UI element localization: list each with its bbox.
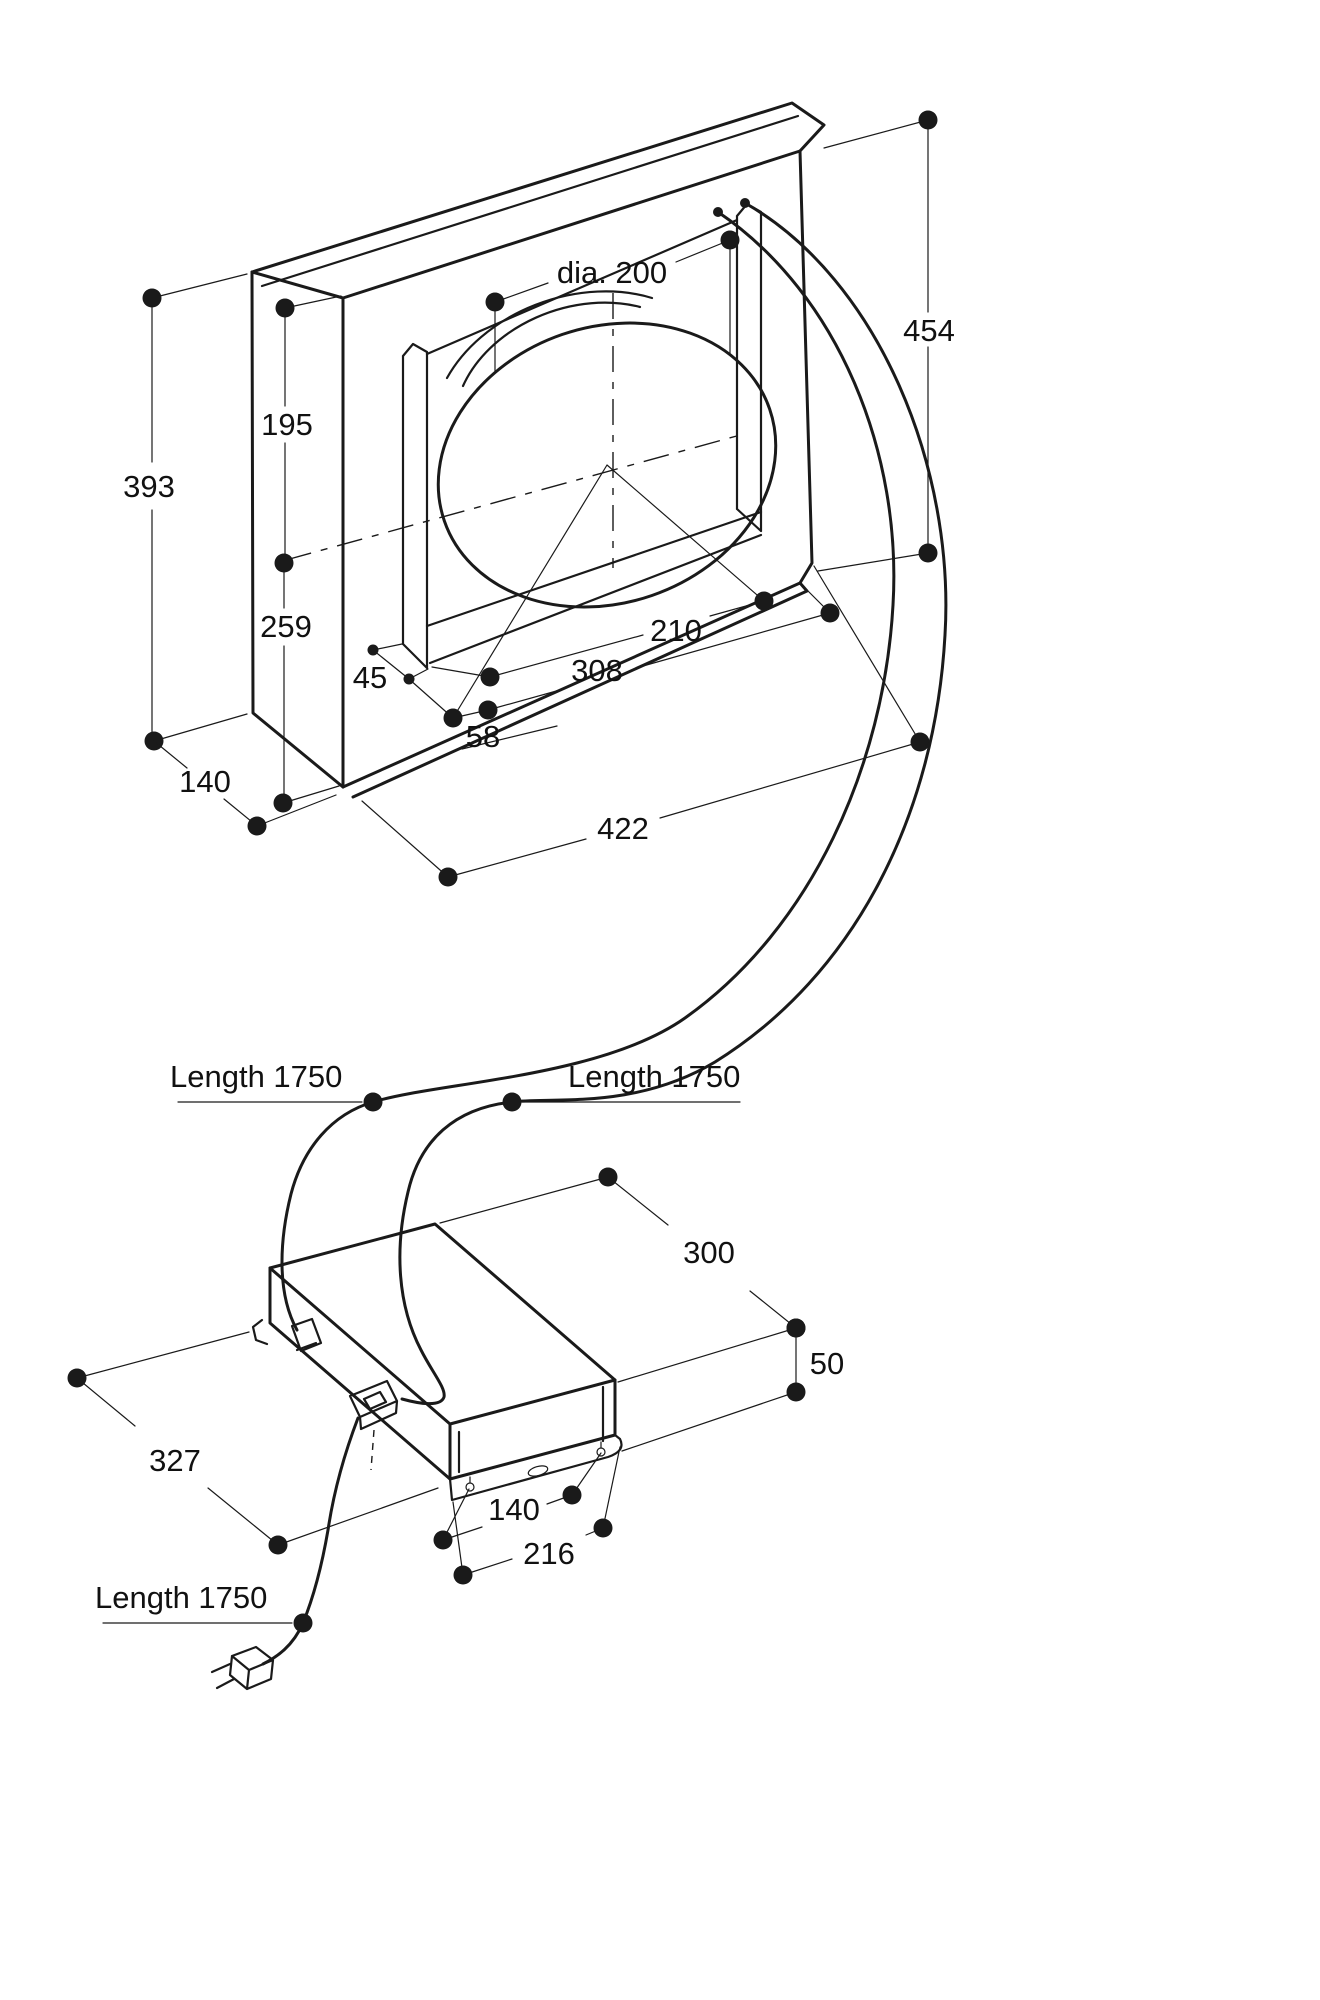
dim-label-dia-200: dia. 200 bbox=[557, 255, 667, 290]
dim-300: 300 bbox=[439, 1167, 806, 1338]
box-corner-bends bbox=[457, 1385, 605, 1474]
cable-length-label-right: Length 1750 bbox=[502, 1059, 741, 1112]
panel-top-face bbox=[250, 101, 826, 274]
dim-50: 50 bbox=[617, 1318, 844, 1452]
dim-dia-200: dia. 200 bbox=[485, 230, 740, 373]
plug-prongs bbox=[210, 1662, 236, 1690]
dim-216: 216 bbox=[452, 1446, 621, 1585]
collar-arc-inner bbox=[461, 301, 642, 388]
upper-unit-panel bbox=[250, 101, 826, 799]
frame-bottom-rail bbox=[425, 510, 763, 665]
panel-top-fold bbox=[260, 114, 800, 288]
dim-label-393: 393 bbox=[123, 469, 175, 504]
plug-body bbox=[228, 1645, 275, 1691]
box-connector bbox=[348, 1379, 399, 1431]
dim-label-210: 210 bbox=[650, 613, 702, 648]
dim-210: 210 bbox=[431, 591, 774, 687]
cable-length-label-left: Length 1750 bbox=[170, 1059, 383, 1112]
dim-140-depth: 140 bbox=[153, 740, 337, 836]
dim-label-454: 454 bbox=[903, 313, 955, 348]
box-right-face bbox=[448, 1378, 617, 1481]
dim-327: 327 bbox=[67, 1331, 439, 1555]
dim-label-327: 327 bbox=[149, 1443, 201, 1478]
hole-ellipse bbox=[436, 321, 778, 609]
panel-front-face bbox=[341, 149, 814, 789]
frame-left-flange bbox=[401, 342, 429, 670]
panel-left-side bbox=[250, 270, 345, 789]
dim-label-45: 45 bbox=[353, 660, 387, 695]
dim-259: 259 bbox=[260, 562, 340, 813]
panel-bottom-fold bbox=[351, 581, 809, 799]
dim-label-140-depth: 140 bbox=[179, 764, 231, 799]
hole-centerline-horizontal bbox=[285, 433, 745, 561]
cord-length-label: Length 1750 bbox=[95, 1580, 267, 1615]
dim-308: 308 bbox=[478, 585, 840, 720]
cable-left bbox=[280, 210, 896, 1332]
dim-label-195: 195 bbox=[261, 407, 313, 442]
dim-140-holes: 140 bbox=[433, 1452, 602, 1550]
flange-screw-tabs bbox=[465, 1441, 606, 1492]
duct-hole bbox=[285, 290, 778, 719]
dim-454: 454 bbox=[817, 110, 955, 572]
cable-right bbox=[398, 201, 948, 1406]
panel-left-chamfer bbox=[250, 270, 345, 300]
power-plug bbox=[210, 1645, 275, 1691]
dim-label-58: 58 bbox=[466, 719, 500, 754]
dim-45: 45 bbox=[353, 643, 429, 695]
box-left-clip bbox=[251, 1318, 269, 1346]
cable-right-length-label: Length 1750 bbox=[568, 1059, 740, 1094]
cable-left-length-label: Length 1750 bbox=[170, 1059, 342, 1094]
cord-curve bbox=[261, 1416, 360, 1666]
frame-right-flange bbox=[735, 202, 763, 533]
dim-label-308: 308 bbox=[571, 653, 623, 688]
box-cable-slot bbox=[290, 1317, 323, 1353]
dim-58: 58 bbox=[408, 678, 558, 754]
collar-arc-outer bbox=[445, 290, 654, 380]
box-front-face bbox=[268, 1266, 452, 1481]
dim-195: 195 bbox=[261, 295, 342, 573]
dim-422: 422 bbox=[361, 565, 930, 887]
box-top-face bbox=[268, 1222, 617, 1426]
power-cord: Length 1750 bbox=[95, 1416, 360, 1666]
dim-label-259: 259 bbox=[260, 609, 312, 644]
center-leader-lines bbox=[452, 464, 765, 719]
frame-top-rail bbox=[425, 218, 739, 356]
hidden-cable-line bbox=[370, 1429, 375, 1471]
lower-unit-box bbox=[251, 1222, 623, 1502]
dim-label-140-holes: 140 bbox=[488, 1492, 540, 1527]
dim-393: 393 bbox=[123, 273, 248, 751]
dim-label-300: 300 bbox=[683, 1235, 735, 1270]
cables bbox=[280, 198, 948, 1406]
dim-label-216: 216 bbox=[523, 1536, 575, 1571]
dim-label-50: 50 bbox=[810, 1346, 844, 1381]
dim-label-422: 422 bbox=[597, 811, 649, 846]
